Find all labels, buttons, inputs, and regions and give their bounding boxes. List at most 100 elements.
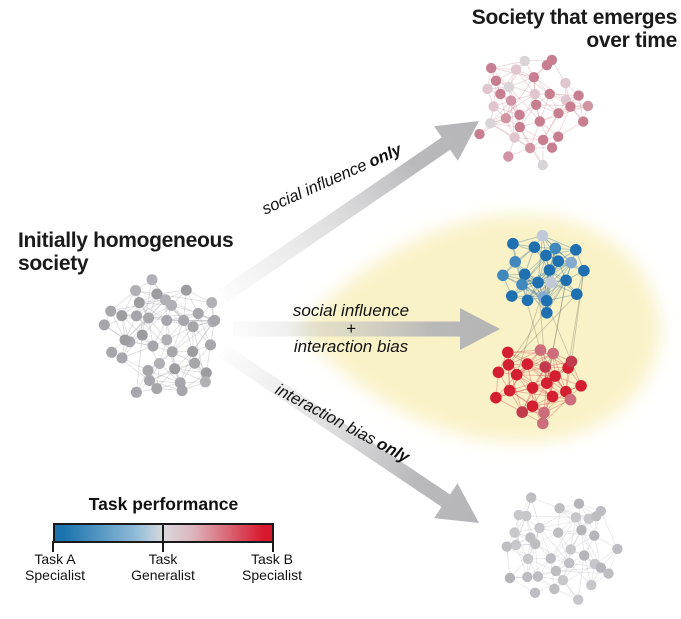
network-edge [192, 321, 214, 352]
network-node [540, 249, 552, 262]
network-edge [539, 503, 580, 529]
legend-label-task-a-specialist: Task A Specialist [25, 551, 85, 583]
network-node [490, 75, 502, 87]
network-node [147, 340, 159, 352]
network-node [502, 346, 514, 359]
network-node [545, 276, 557, 289]
networks-layer [98, 54, 623, 605]
network-node [486, 62, 497, 74]
network-node [159, 294, 171, 306]
network-node [525, 532, 536, 543]
network-node [105, 305, 117, 317]
legend-label-mid-line2: Generalist [131, 566, 195, 583]
legend-tick-left [52, 541, 54, 552]
network-node [546, 142, 558, 153]
network-node [199, 376, 211, 388]
legend-label-left-line2: Specialist [25, 566, 85, 583]
network-edge [562, 555, 585, 581]
network-node [529, 587, 541, 598]
network-node [98, 319, 110, 331]
network-edge [509, 390, 545, 413]
network-edge [537, 262, 572, 283]
network-edge [530, 497, 540, 529]
network-node [180, 284, 192, 296]
network-node [510, 64, 522, 75]
network-node [474, 128, 485, 140]
network-node [549, 370, 561, 382]
legend-tick-center [162, 541, 164, 552]
network-node [502, 359, 515, 371]
network-node [209, 314, 221, 326]
network-node [189, 357, 201, 369]
network-edge [600, 510, 618, 550]
network-node [595, 505, 606, 517]
network-edge [516, 353, 554, 376]
network-node [553, 108, 564, 119]
network-node [570, 512, 582, 523]
network-edge [508, 364, 523, 413]
initial-society-title: Initially homogeneous society [18, 229, 234, 275]
network-node [518, 268, 531, 281]
network-edge [546, 262, 572, 302]
network-edge [171, 320, 185, 352]
network-node [509, 132, 520, 143]
network-edge [558, 532, 595, 537]
network-node [130, 285, 142, 296]
network-node [514, 109, 525, 121]
network-node [576, 525, 587, 536]
task-a-specialist-cluster-nodes [497, 229, 590, 319]
network-node [503, 81, 515, 93]
network-node [178, 315, 190, 326]
network-node [579, 550, 590, 561]
network-node [176, 385, 188, 397]
network-edge [539, 518, 589, 529]
network-node [554, 503, 565, 514]
middle-label-line2: + [346, 319, 356, 338]
social-influence-only-network [474, 54, 594, 171]
emergent-society-title-line2: over time [586, 29, 677, 52]
network-edge [508, 293, 578, 366]
network-edge [141, 304, 172, 336]
network-node [543, 264, 556, 276]
network-node [509, 527, 520, 538]
network-node [565, 544, 576, 555]
network-node [187, 346, 199, 357]
network-node [531, 99, 542, 111]
network-node [541, 307, 553, 319]
network-node [564, 557, 575, 569]
network-node [534, 344, 547, 356]
network-node [534, 116, 545, 127]
network-edge [526, 527, 540, 578]
network-node [582, 100, 594, 112]
network-edge [524, 274, 548, 314]
network-edge [121, 345, 154, 359]
network-node [497, 269, 509, 282]
network-node [506, 290, 518, 302]
network-edge [511, 269, 550, 297]
middle-label-line3: interaction bias [293, 337, 409, 356]
network-edge [542, 385, 582, 424]
network-edge [509, 349, 541, 391]
legend-label-left-line1: Task A [34, 551, 76, 567]
task-b-specialist-cluster-nodes [490, 344, 587, 430]
network-node [549, 242, 562, 255]
network-edge [542, 235, 576, 251]
network-node [565, 355, 578, 368]
network-edge [539, 527, 570, 564]
network-node [516, 406, 528, 418]
network-node [528, 72, 540, 83]
network-node [116, 352, 128, 364]
network-node [519, 55, 530, 67]
network-edge [508, 86, 541, 122]
network-node [166, 346, 178, 358]
network-node [130, 386, 142, 398]
network-node [573, 498, 585, 509]
network-edge [516, 374, 545, 413]
interaction-bias-only-network-nodes [501, 492, 623, 605]
network-node [187, 321, 199, 333]
network-node [504, 572, 516, 584]
network-edge [533, 76, 567, 101]
network-edge [532, 399, 571, 407]
network-node [521, 358, 534, 370]
